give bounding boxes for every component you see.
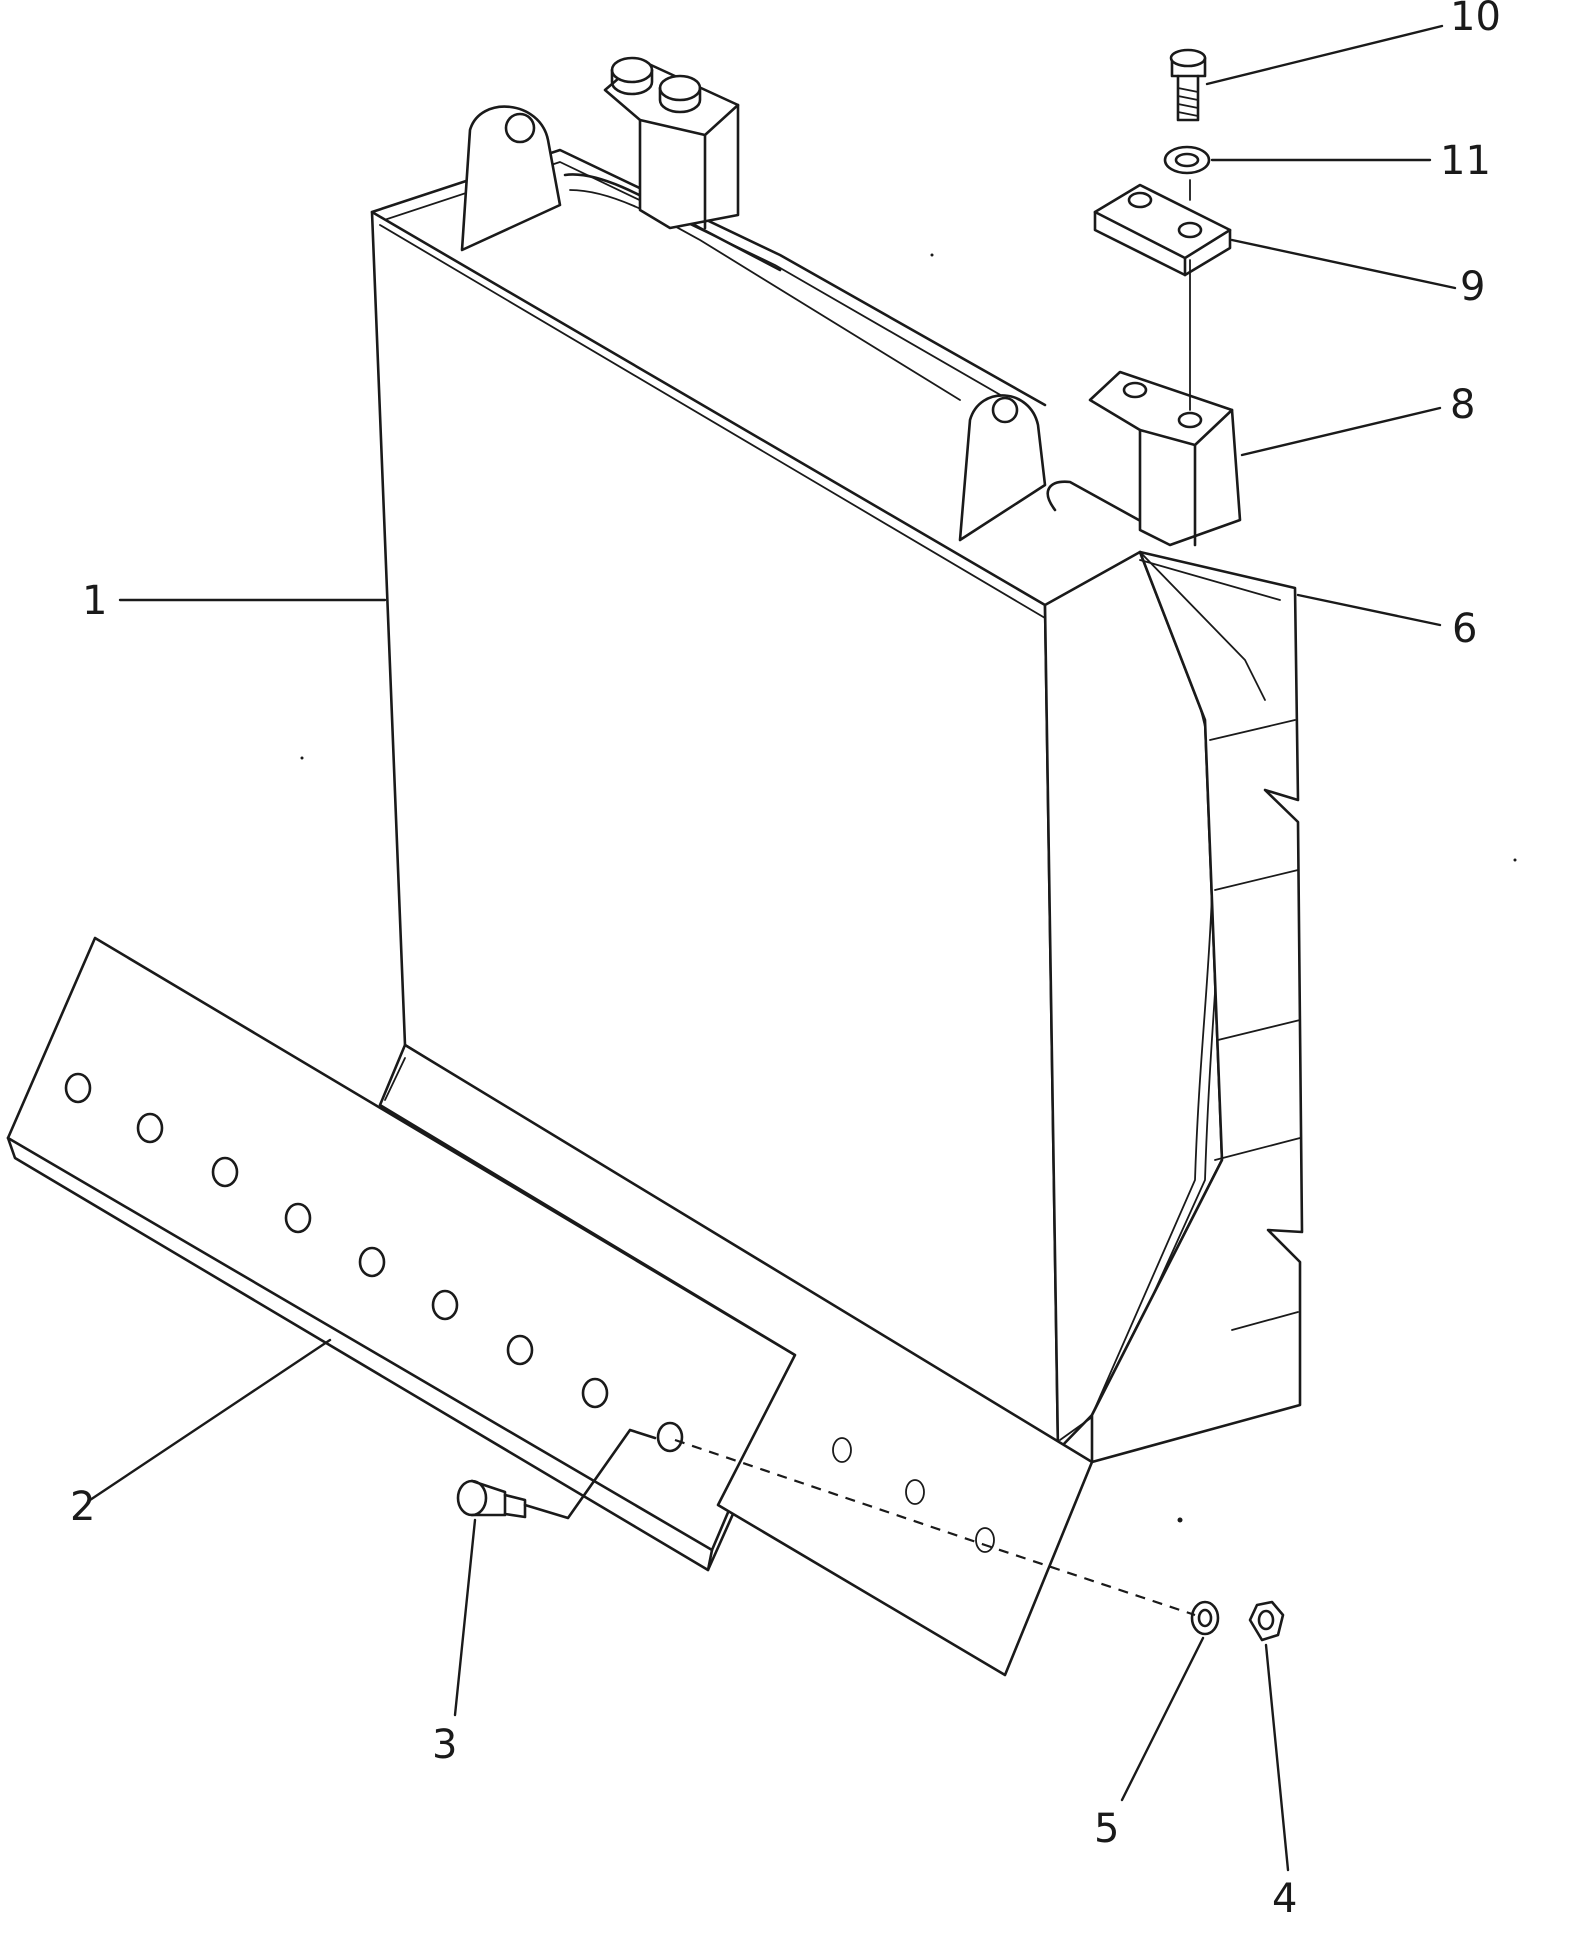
bolt-part-3	[456, 1428, 657, 1520]
callout-labels: 1 2 3 4 5 6 8 9 10 11	[70, 0, 1501, 1922]
callout-4: 4	[1272, 1876, 1297, 1922]
callout-3: 3	[432, 1722, 457, 1768]
radiator-guard-assembly	[370, 56, 1304, 1464]
callout-5: 5	[1094, 1806, 1119, 1852]
callout-9: 9	[1460, 264, 1485, 310]
plate-part-9	[1093, 183, 1232, 277]
nut-part-4	[1248, 1600, 1285, 1642]
bolt-part-10	[1169, 48, 1207, 122]
leader-lines	[88, 24, 1457, 1872]
callout-1: 1	[82, 578, 107, 624]
callout-10: 10	[1450, 0, 1501, 40]
edge-bolt-holes	[64, 1072, 684, 1453]
washer-part-11	[1163, 145, 1211, 175]
callout-8: 8	[1450, 382, 1475, 428]
callout-2: 2	[70, 1484, 95, 1530]
callout-11: 11	[1440, 138, 1491, 184]
washer-part-5	[1190, 1600, 1220, 1636]
callout-6: 6	[1452, 606, 1477, 652]
